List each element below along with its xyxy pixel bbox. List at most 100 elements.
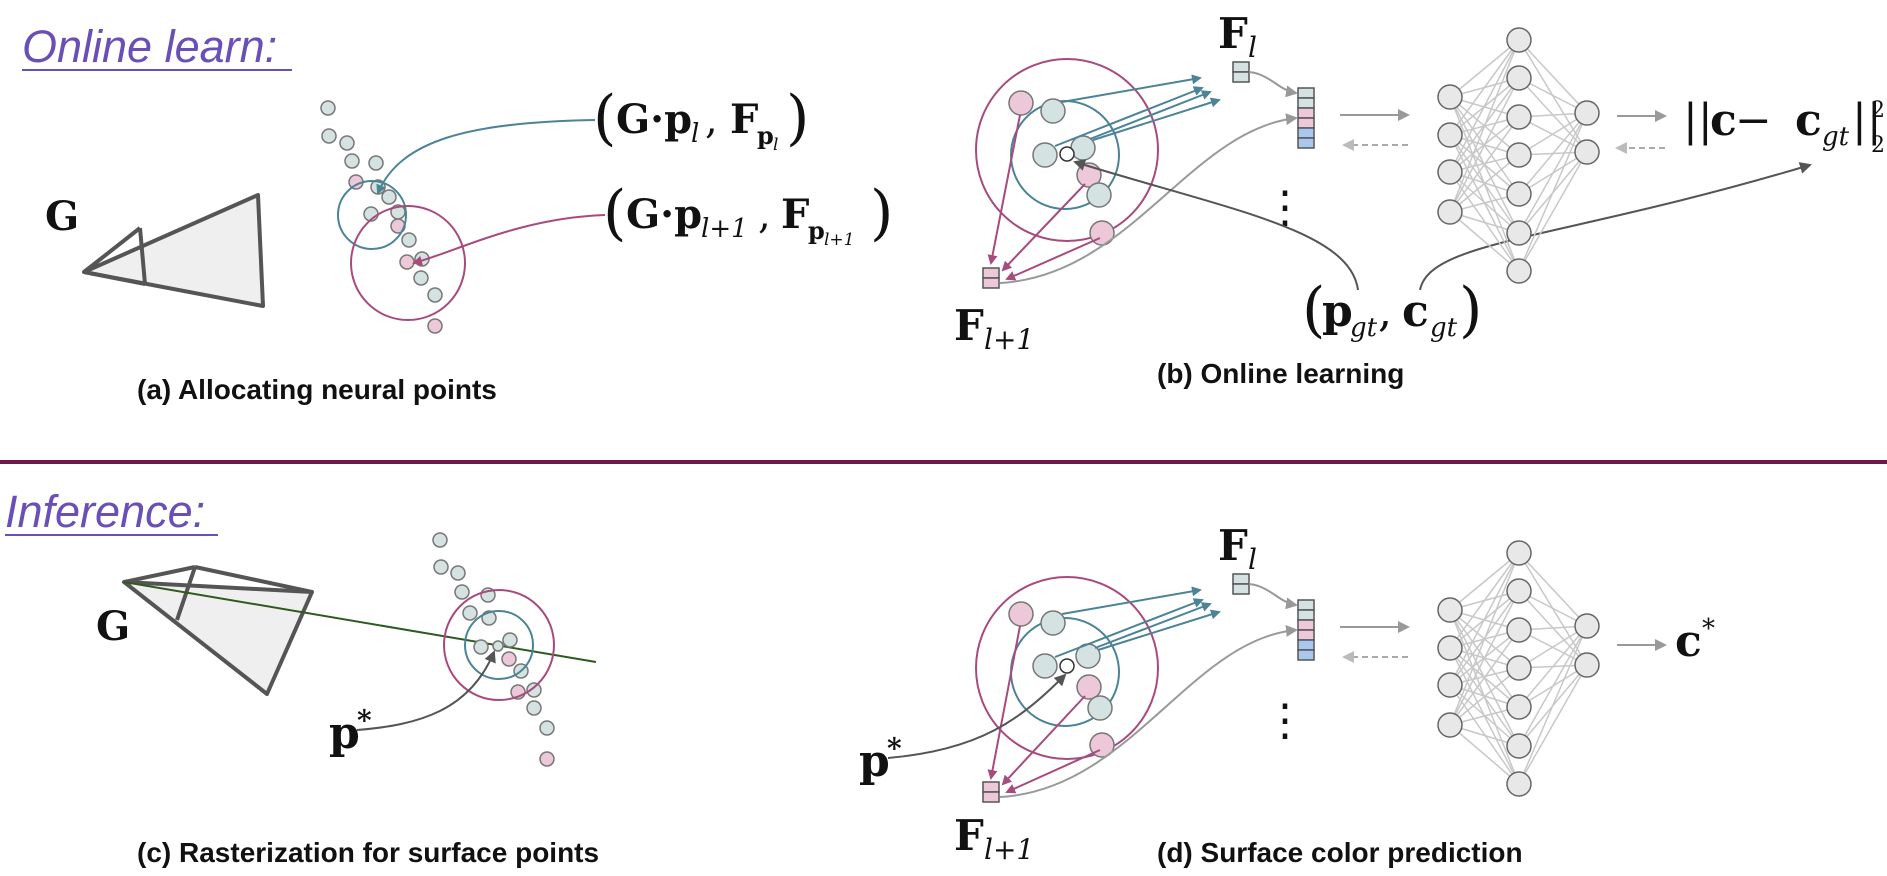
svg-text:F: F <box>1218 521 1248 570</box>
svg-text:,: , <box>705 97 718 143</box>
svg-text:p: p <box>808 216 825 245</box>
mlp-node <box>1506 27 1532 53</box>
svg-text:p: p <box>329 708 360 759</box>
mlp-node <box>1437 597 1463 623</box>
svg-text:c: c <box>1402 286 1429 337</box>
mlp-node <box>1506 540 1532 566</box>
arrow-fl1-concat-d <box>999 624 1298 798</box>
mlp-edge <box>1449 552 1520 611</box>
svg-text:l: l <box>1248 31 1257 64</box>
svg-text:l+1: l+1 <box>984 323 1034 356</box>
svg-text:l+1: l+1 <box>984 833 1034 866</box>
radius-magenta-a <box>350 205 466 321</box>
mlp-node <box>1506 617 1532 643</box>
mlp-node <box>1506 104 1532 130</box>
svg-text:F: F <box>1218 9 1248 58</box>
svg-text:l: l <box>773 135 778 155</box>
label-gp-l1: ( G·p l+1 , F p l+1 ) <box>603 178 893 250</box>
label-fl-b: F l <box>1218 9 1257 64</box>
svg-text:2: 2 <box>1871 98 1885 123</box>
svg-text:G·p: G·p <box>626 191 702 238</box>
arrow-pstar-query-d <box>887 673 1067 759</box>
radius-teal-a <box>337 180 407 250</box>
label-cstar-d: c * <box>1675 614 1715 667</box>
mlp-edge <box>1518 112 1588 156</box>
mlp-edge <box>1449 724 1520 785</box>
mlp-node <box>1506 220 1532 246</box>
svg-text:F: F <box>781 191 809 238</box>
mlp-node <box>1437 712 1463 738</box>
mlp-node <box>1574 139 1600 165</box>
svg-text:gt: gt <box>1430 313 1458 343</box>
arrow-fl-concat-b <box>1248 71 1298 98</box>
camera-label-c: G <box>96 603 130 650</box>
caption-c: (c) Rasterization for surface points <box>137 837 599 868</box>
svg-text:c: c <box>1710 95 1737 146</box>
mlp-node <box>1437 159 1463 185</box>
label-pgt-cgt-b: ( p gt , c gt ) <box>1302 275 1482 345</box>
mlp-edge <box>1518 625 1588 708</box>
mlp-edge <box>1518 552 1588 627</box>
svg-text:,: , <box>1378 286 1392 337</box>
feature-fl1-b <box>982 267 1000 289</box>
svg-text:F: F <box>954 301 984 350</box>
mlp-edge <box>1518 112 1588 234</box>
mlp-node <box>1506 655 1532 681</box>
mlp-edge <box>1518 625 1588 747</box>
inference-title: Inference: <box>5 486 205 537</box>
caption-b: (b) Online learning <box>1157 358 1404 389</box>
svg-text:||: || <box>1852 95 1882 146</box>
mlp-node <box>1506 142 1532 168</box>
camera-frustum-a <box>82 193 265 308</box>
camera-label-a: G <box>45 193 79 240</box>
label-pstar-c: p * <box>329 704 372 759</box>
magenta-arrows-b <box>987 114 1101 281</box>
point-cloud-a <box>320 100 443 334</box>
mlp-edge <box>1518 112 1588 195</box>
svg-text:l+1: l+1 <box>701 214 748 244</box>
camera-frustum-c <box>122 565 314 696</box>
arrow-pgt-cgt-b <box>1419 162 1812 291</box>
panel-d: ⋮ <box>887 540 1667 803</box>
mlp-node <box>1437 122 1463 148</box>
arrow-pgt-query-b <box>1073 159 1359 291</box>
mlp-edge <box>1449 116 1520 213</box>
mlp-edge <box>1449 39 1520 213</box>
teal-arrows-b <box>1054 74 1221 147</box>
camera-ray-c <box>123 581 597 663</box>
svg-text:): ) <box>1459 275 1482 345</box>
arrow-fl1-concat-b <box>999 113 1298 284</box>
point-cloud-c <box>432 532 555 767</box>
arrow-teal-a <box>376 119 596 195</box>
panel-b: ⋮ <box>975 27 1812 291</box>
svg-text:gt: gt <box>1822 122 1850 152</box>
mlp-node <box>1437 672 1463 698</box>
online-learn-title: Online learn: <box>22 21 277 72</box>
mlp-edge <box>1449 39 1520 98</box>
svg-text:(: ( <box>1302 275 1325 345</box>
svg-text:l: l <box>691 119 699 149</box>
mlp-edge <box>1449 77 1520 213</box>
mlp-node <box>1506 181 1532 207</box>
mlp-edge <box>1449 667 1520 726</box>
mlp-edge <box>1518 112 1588 272</box>
svg-text:*: * <box>887 732 902 765</box>
mlp-edge <box>1449 552 1520 686</box>
svg-text:*: * <box>357 704 372 737</box>
svg-text:p: p <box>1322 286 1353 337</box>
label-fl-d: F l <box>1218 521 1257 576</box>
mlp-b <box>1437 27 1600 284</box>
svg-text:2: 2 <box>1871 133 1885 158</box>
svg-text:,: , <box>758 192 771 238</box>
mlp-edge <box>1518 39 1588 114</box>
svg-text:(: ( <box>593 83 616 153</box>
label-fl1-d: F l+1 <box>954 811 1034 866</box>
caption-a: (a) Allocating neural points <box>137 374 497 405</box>
mlp-node <box>1506 733 1532 759</box>
svg-text:*: * <box>1702 614 1715 644</box>
mlp-edge <box>1449 39 1520 136</box>
mlp-node <box>1437 199 1463 225</box>
radius-magenta-c <box>443 589 555 701</box>
svg-text:−: − <box>1735 95 1772 146</box>
